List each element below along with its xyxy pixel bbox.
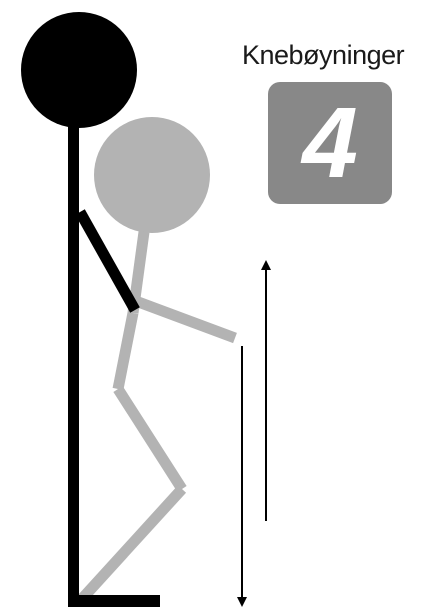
stick-figure-standing-icon <box>21 12 160 607</box>
exercise-number: 4 <box>302 93 358 193</box>
exercise-title: Knebøyninger <box>242 40 422 71</box>
exercise-number-badge: 4 <box>268 82 392 204</box>
stick-figure-squat-icon <box>80 117 235 601</box>
